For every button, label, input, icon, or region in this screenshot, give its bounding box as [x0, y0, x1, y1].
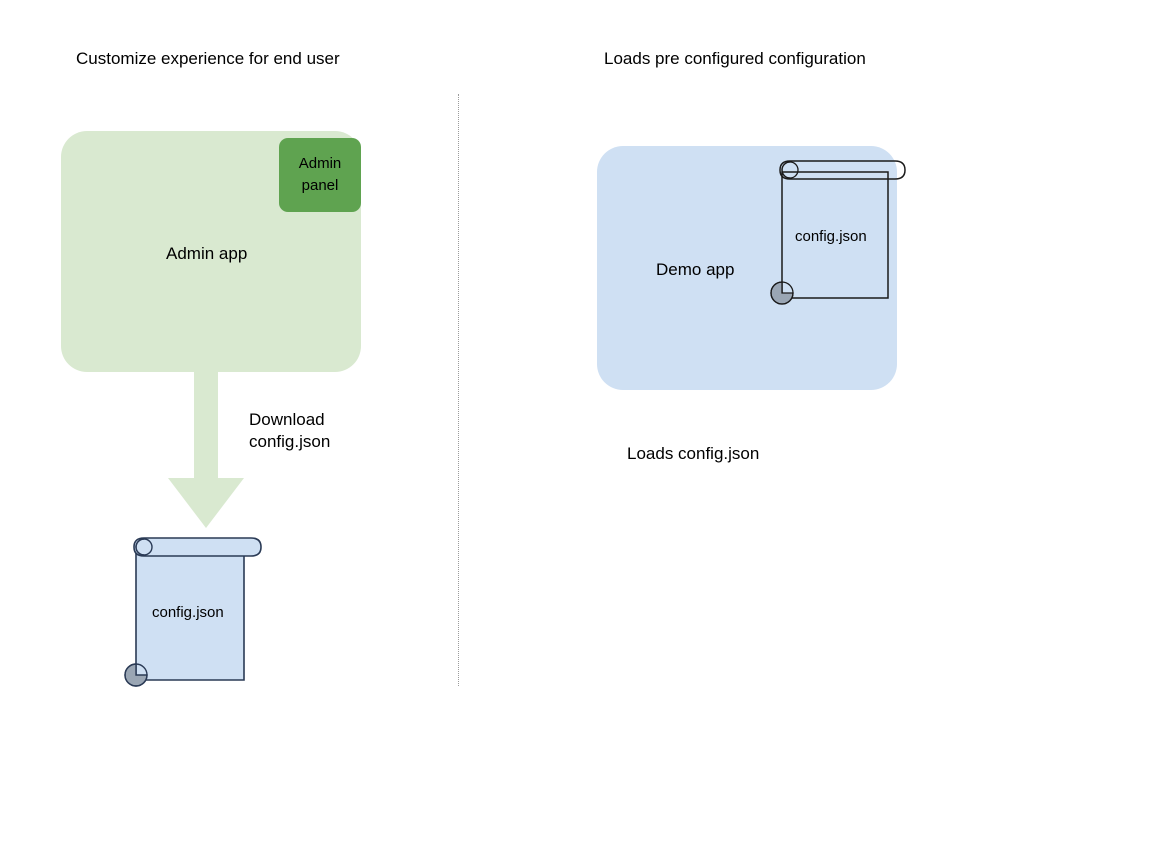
download-arrow-label-line2: config.json	[249, 432, 331, 451]
admin-panel-label-line1: Admin	[298, 155, 342, 172]
right-section-title: Loads pre configured configuration	[604, 49, 866, 68]
admin-panel-label-line2: panel	[301, 177, 339, 194]
admin-panel-chip[interactable]: Admin panel	[279, 138, 361, 212]
config-json-document-left[interactable]	[118, 526, 270, 692]
section-divider	[458, 94, 459, 686]
config-json-document-right-label: config.json	[795, 228, 867, 245]
loads-config-caption: Loads config.json	[627, 444, 760, 463]
admin-panel-label: Admin panel	[299, 153, 342, 197]
demo-app-container	[597, 146, 897, 390]
admin-app-label: Admin app	[166, 244, 248, 263]
left-section-title: Customize experience for end user	[76, 49, 340, 68]
config-json-document-right[interactable]	[766, 150, 914, 310]
download-arrow-label-line1: Download	[249, 410, 325, 429]
demo-app-label: Demo app	[656, 260, 735, 279]
download-arrow-label: Download config.json	[249, 409, 330, 453]
config-json-document-left-label: config.json	[152, 604, 224, 621]
download-arrow-icon	[168, 370, 244, 528]
